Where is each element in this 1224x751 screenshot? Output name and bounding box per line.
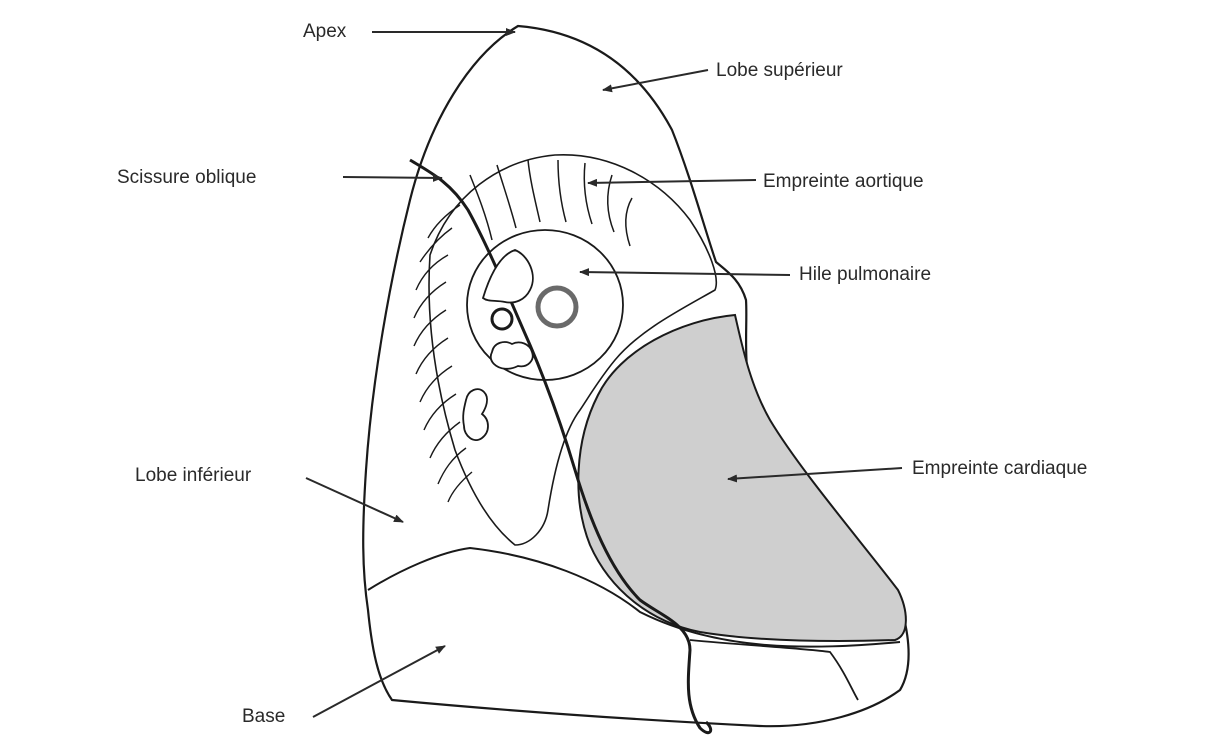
inferior-vein-blob [462, 388, 489, 441]
pulmonary-vein-blob [489, 341, 534, 370]
base-line [367, 546, 901, 648]
label-pointers [305, 28, 903, 718]
hilum-region [428, 154, 717, 546]
hilum-circle [466, 229, 624, 381]
label-lobe-inferieur: Lobe inférieur [135, 465, 252, 486]
label-base: Base [242, 706, 286, 727]
base-lower-line [689, 639, 859, 701]
aortic-impression-stripes [469, 159, 633, 247]
label-apex: Apex [303, 21, 347, 42]
main-bronchus [481, 249, 534, 304]
small-vessel-ring [490, 307, 514, 331]
label-empreinte-aortique: Empreinte aortique [763, 171, 924, 192]
descending-stripes [413, 204, 473, 503]
label-empreinte-cardiaque: Empreinte cardiaque [912, 458, 1088, 479]
oblique-fissure [409, 158, 713, 735]
label-scissure-oblique: Scissure oblique [117, 167, 257, 188]
label-lobe-superieur: Lobe supérieur [716, 60, 843, 81]
label-hile-pulmonaire: Hile pulmonaire [799, 264, 932, 285]
pulmonary-artery-ring [535, 285, 579, 329]
lung-outline [362, 24, 910, 728]
